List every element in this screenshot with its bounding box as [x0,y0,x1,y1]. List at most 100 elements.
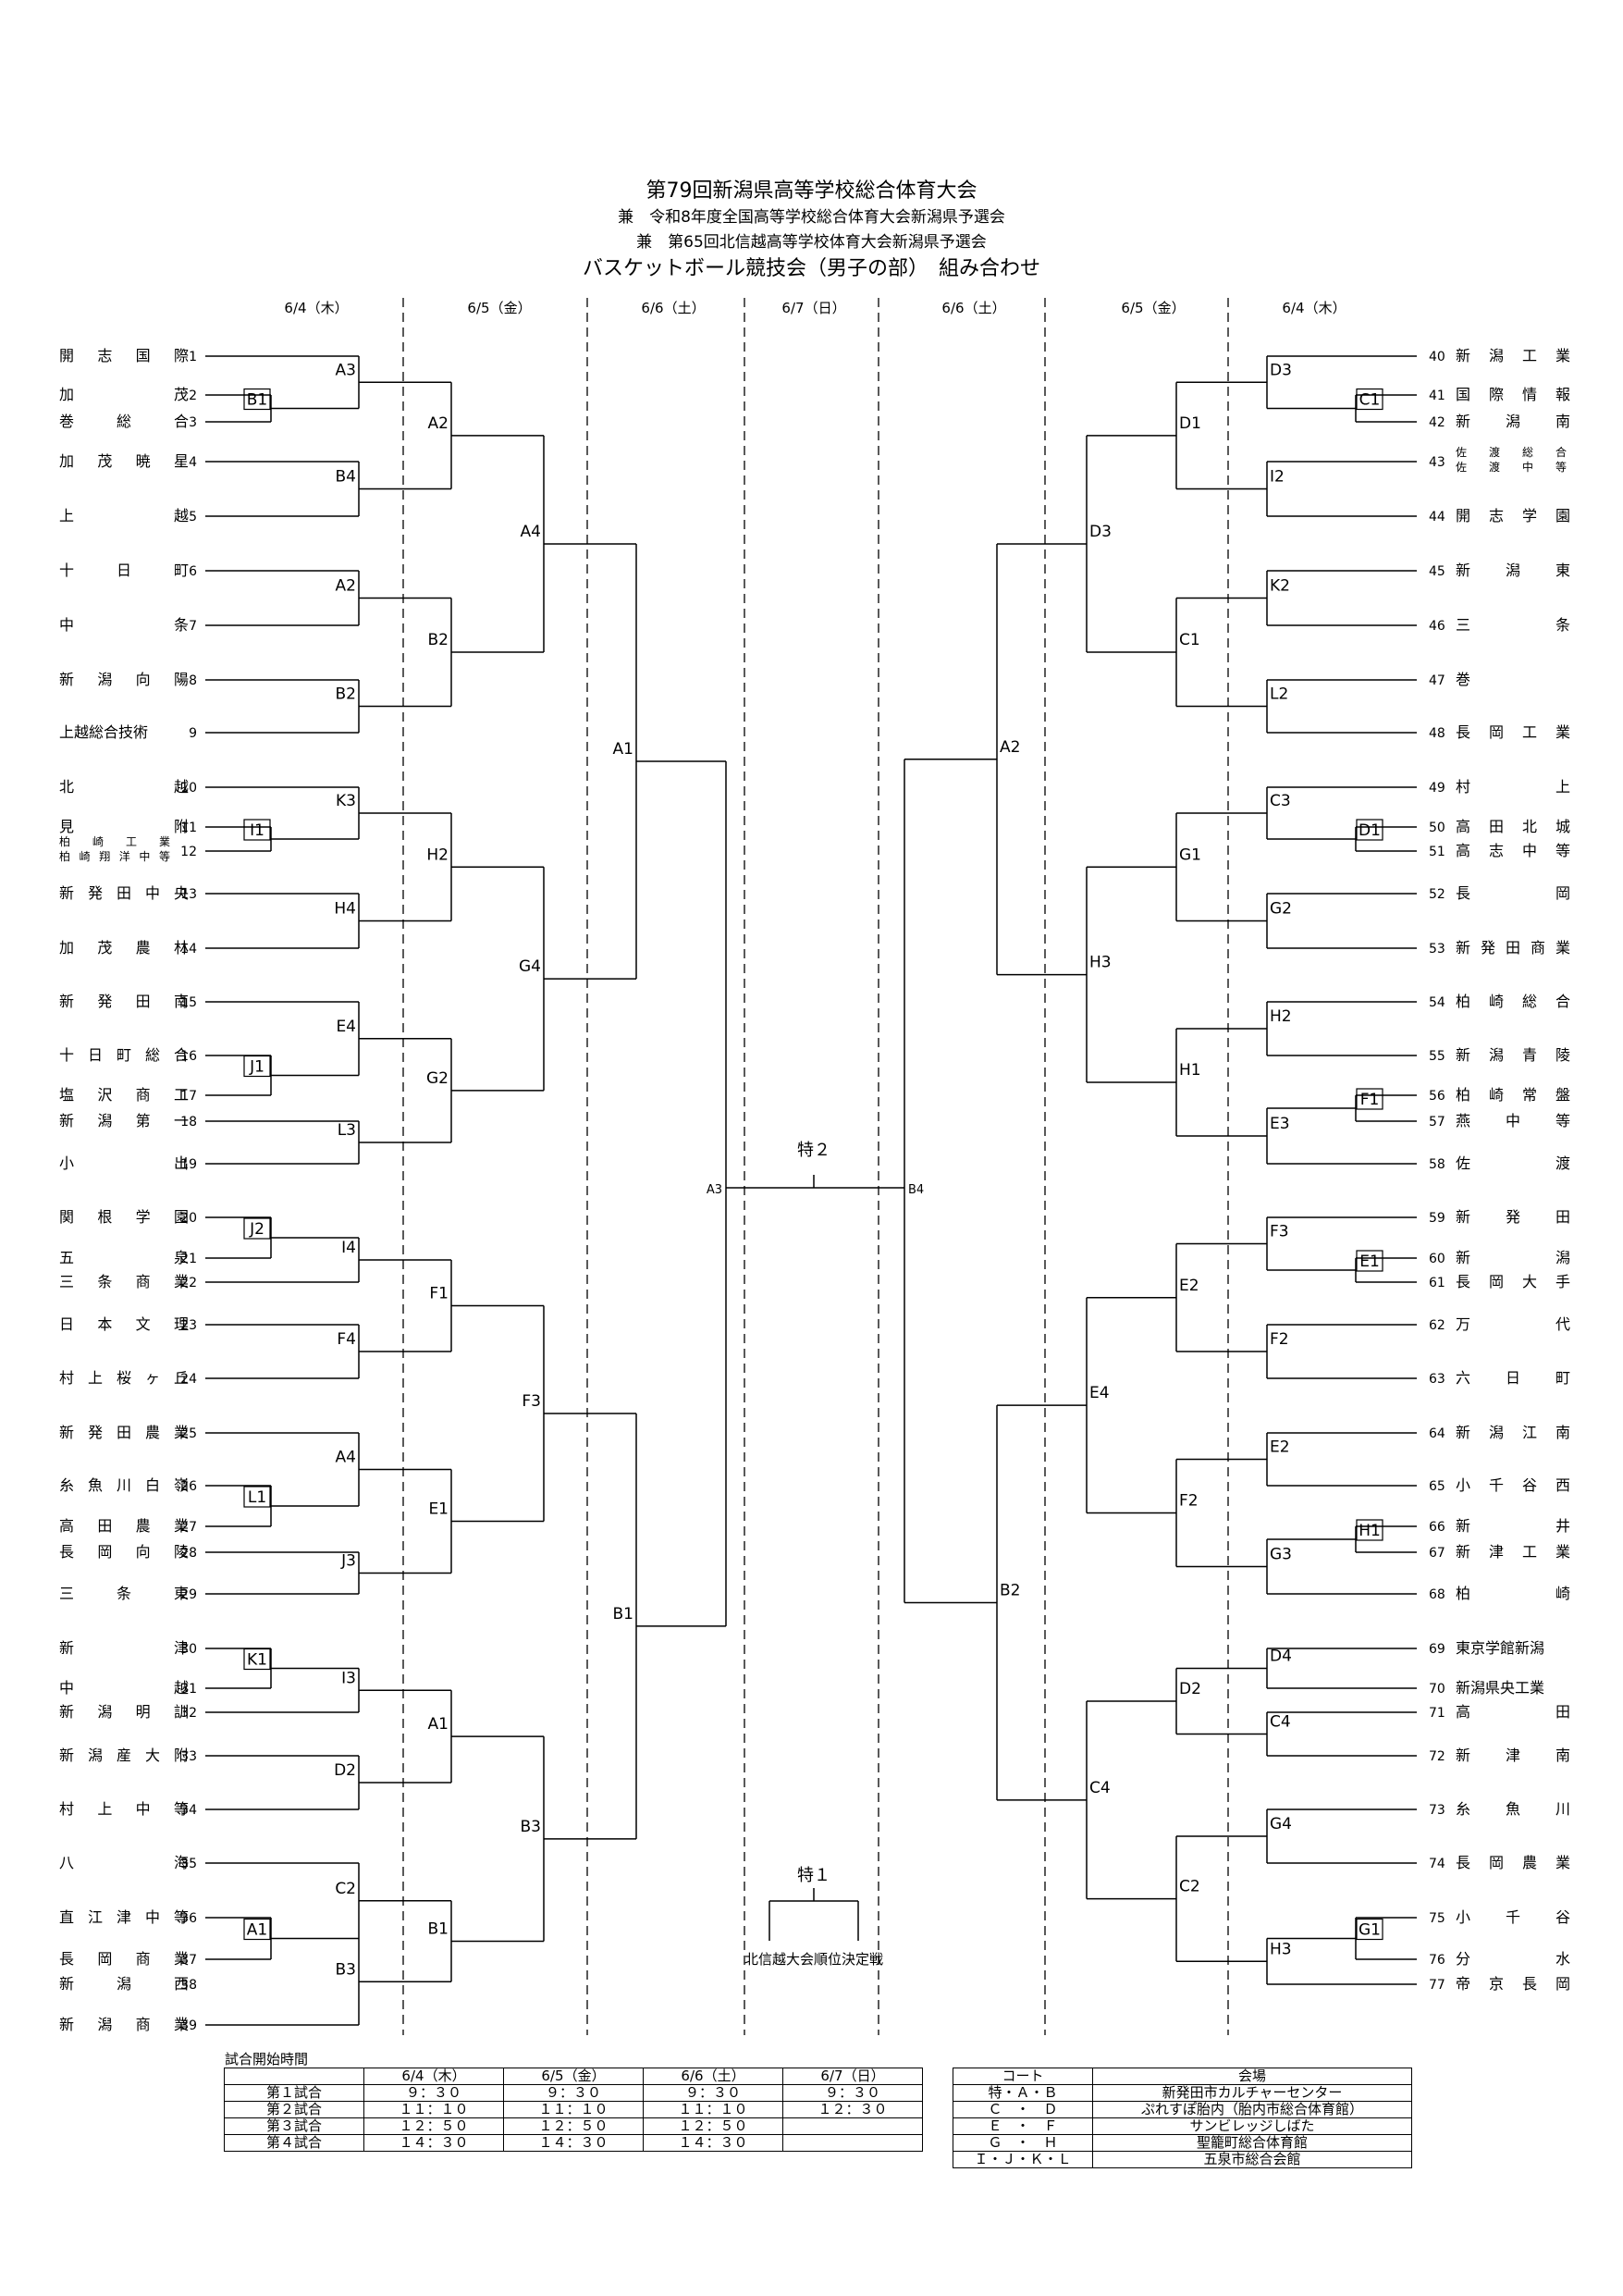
third-place-label: 特１ [797,1866,830,1885]
court-label: A1 [247,1921,267,1940]
team-name: 新発田南 [59,993,189,1010]
third-place-caption: 北信越大会順位決定戦 [744,1951,883,1968]
team-number: 53 [1429,942,1445,957]
court-label: A4 [521,523,541,541]
team-name: 佐渡中等 [1456,460,1567,474]
table-cell: １１：１０ [643,2101,783,2118]
team-name: 新井 [1456,1517,1570,1535]
team-number: 13 [180,887,197,902]
team-name: 新発田 [1456,1208,1570,1226]
table-cell: ９：３０ [643,2084,783,2102]
team-number: 30 [180,1642,197,1657]
team-number: 7 [189,619,197,634]
team-name: 長岡大手 [1456,1273,1570,1290]
team-name: 新潟商業 [59,2016,189,2033]
table-cell: 第２試合 [224,2101,364,2118]
team-name: 村上桜ヶ丘 [59,1369,189,1387]
final-label: 特２ [797,1141,830,1160]
team-name: 糸魚川白嶺 [59,1476,189,1494]
team-number: 14 [180,942,197,957]
team-number: 71 [1429,1706,1445,1721]
court-label: H1 [1359,1522,1381,1540]
team-name: 新潟 [1456,1249,1570,1266]
table-cell: 会場 [1092,2068,1412,2085]
team-name: 小千谷 [1456,1908,1570,1926]
prelim-box [243,819,271,841]
team-name: 柏崎総合 [1456,993,1570,1010]
team-number: 8 [189,673,197,688]
table-cell: ９：３０ [363,2084,504,2102]
team-number: 23 [180,1318,197,1333]
team-name: 北越 [59,778,189,796]
team-number: 45 [1429,564,1445,579]
court-label: H3 [1089,954,1112,972]
court-label: A2 [428,414,449,433]
team-name: 十日町総合 [59,1046,189,1064]
court-label: J2 [249,1220,264,1239]
table-cell: 新発田市カルチャーセンター [1092,2084,1412,2102]
team-name: 柏崎工業 [59,834,170,848]
court-label: C4 [1089,1779,1111,1797]
court-label: D4 [1270,1648,1292,1666]
court-label: D1 [1179,414,1201,433]
court-label: G1 [1179,846,1201,864]
team-number: 60 [1429,1252,1445,1266]
team-number: 61 [1429,1276,1445,1290]
court-label: B1 [613,1605,633,1623]
team-name: 長岡 [1456,884,1570,902]
table-cell: 6/6（土） [643,2068,783,2085]
team-number: 62 [1429,1318,1445,1333]
team-number: 20 [180,1211,197,1226]
team-number: 75 [1429,1911,1445,1926]
table-cell: 第４試合 [224,2134,364,2152]
team-name: 八海 [59,1854,189,1871]
team-name: 新潟向陽 [59,671,189,688]
court-label: D3 [1270,361,1292,379]
court-label: L3 [338,1121,356,1140]
court-label: A2 [1000,738,1020,757]
team-name: 長岡商業 [59,1950,189,1968]
prelim-box [1356,1519,1383,1541]
team-number: 19 [180,1157,197,1172]
team-name: 十日町 [59,562,189,579]
team-name: 開志国際 [59,347,189,364]
team-number: 52 [1429,887,1445,902]
team-name: 万代 [1456,1315,1570,1333]
table-cell: １１：１０ [363,2101,504,2118]
team-number: 29 [180,1587,197,1602]
team-name: 中越 [59,1679,189,1697]
team-number: 72 [1429,1749,1445,1764]
team-name: 開志学園 [1456,507,1570,525]
team-number: 18 [180,1115,197,1129]
team-number: 1 [189,350,197,364]
team-name: 新津 [59,1639,189,1657]
court-label: A3 [707,1183,722,1197]
court-label: G1 [1359,1921,1381,1940]
team-name: 関根学園 [59,1208,189,1226]
team-number: 70 [1429,1682,1445,1697]
team-number: 28 [180,1546,197,1561]
court-label: H2 [426,846,449,864]
court-label: G2 [1270,900,1292,919]
title-sub3: バスケットボール競技会（男子の部） 組み合わせ [582,257,1040,280]
table-cell: ぷれすぽ胎内（胎内市総合体育館） [1092,2101,1412,2118]
team-number: 22 [180,1276,197,1290]
team-name: 新発田農業 [59,1424,189,1441]
team-number: 4 [189,455,197,470]
team-name: 新潟江南 [1456,1424,1570,1441]
court-label: F3 [522,1392,541,1411]
court-label: K2 [1270,577,1290,596]
team-number: 77 [1429,1978,1445,1993]
team-number: 41 [1429,389,1445,403]
team-name: 新潟工業 [1456,347,1570,364]
team-name: 新発田商業 [1456,939,1570,957]
court-label: A2 [336,577,356,596]
team-number: 42 [1429,415,1445,430]
team-number: 48 [1429,726,1445,741]
court-label: E1 [428,1500,449,1519]
prelim-box [243,1918,271,1941]
